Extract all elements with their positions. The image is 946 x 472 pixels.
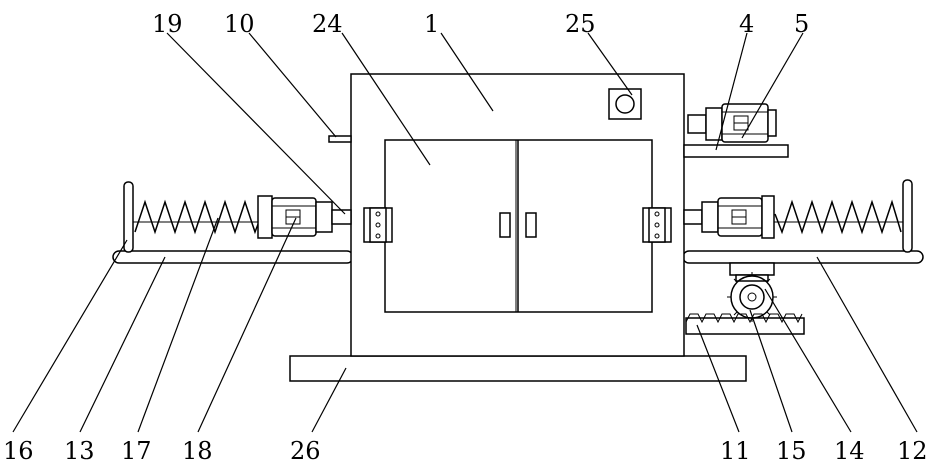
motor-shelf	[684, 145, 788, 157]
label-4: 4	[739, 10, 754, 38]
label-26: 26	[290, 437, 321, 465]
label-10: 10	[224, 10, 255, 38]
label-5: 5	[794, 10, 809, 38]
label-17: 17	[121, 437, 152, 465]
label-14: 14	[834, 437, 865, 465]
right-motor	[684, 196, 774, 238]
left-hinge	[364, 208, 392, 242]
label-18: 18	[182, 437, 213, 465]
left-end-plate	[124, 182, 133, 252]
pipe-stub	[329, 136, 351, 142]
gear-drive	[727, 263, 777, 322]
label-24: 24	[312, 10, 343, 38]
right-guide-rail	[683, 251, 923, 263]
label-1: 1	[424, 10, 439, 38]
right-end-plate	[903, 180, 912, 252]
label-25: 25	[565, 10, 596, 38]
label-19: 19	[152, 10, 183, 38]
label-12: 12	[897, 437, 928, 465]
right-hinge	[643, 208, 671, 242]
base-plate	[290, 356, 746, 381]
label-15: 15	[776, 437, 807, 465]
right-spring	[772, 202, 903, 232]
right-door-handle	[526, 213, 536, 237]
double-door	[385, 140, 652, 312]
left-door-handle	[500, 213, 510, 237]
control-indicator	[609, 89, 641, 119]
left-guide-rail	[113, 251, 353, 263]
left-motor	[258, 196, 351, 238]
left-spring	[133, 202, 262, 232]
label-13: 13	[64, 437, 95, 465]
label-16: 16	[3, 437, 34, 465]
label-11: 11	[720, 437, 751, 465]
upper-motor	[688, 104, 776, 142]
